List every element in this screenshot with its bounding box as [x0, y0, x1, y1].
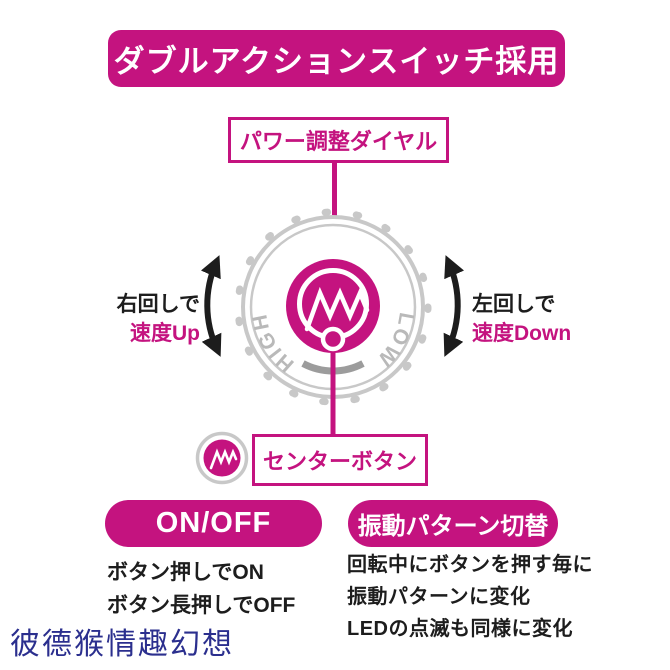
page-title: ダブルアクションスイッチ採用	[113, 44, 560, 79]
power-dial-label: パワー調整ダイヤル	[239, 129, 438, 154]
on-off-pill: ON/OFF	[105, 500, 322, 547]
vibration-pattern-description: 回転中にボタンを押す毎に 振動パターンに変化 LEDの点滅も同様に変化	[347, 549, 593, 645]
rotate-left-note-line2: 速度Down	[472, 322, 572, 345]
vibration-wave-icon	[209, 448, 238, 470]
on-off-line: ボタン押しでON	[107, 561, 264, 584]
rotate-clockwise-arrow-icon	[200, 255, 222, 357]
dial-knurl-bumps	[234, 208, 432, 406]
vibration-pattern-title: 振動パターン切替	[357, 513, 549, 540]
center-button-pointer-dot	[320, 326, 346, 352]
power-dial-callout: パワー調整ダイヤル	[228, 117, 449, 163]
center-button-callout: センターボタン	[252, 434, 428, 486]
dial-center-knob	[286, 259, 380, 353]
rotate-right-note-line1: 右回しで	[116, 293, 200, 316]
vibration-pattern-line: 回転中にボタンを押す毎に	[347, 554, 593, 576]
on-off-line: ボタン長押しでOFF	[107, 594, 296, 617]
vibration-pattern-pill: 振動パターン切替	[348, 500, 558, 547]
on-off-title: ON/OFF	[155, 507, 272, 539]
title-banner: ダブルアクションスイッチ採用	[108, 30, 565, 87]
on-off-description: ボタン押しでON ボタン長押しでOFF	[107, 556, 295, 622]
vibration-pattern-line: 振動パターンに変化	[347, 586, 531, 608]
rotate-left-note-line1: 左回しで	[472, 293, 556, 316]
rotate-right-note-line2: 速度Up	[130, 322, 200, 345]
center-button-icon	[195, 431, 249, 485]
watermark-text: 彼德猴情趣幻想	[10, 627, 234, 662]
center-button-label: センターボタン	[262, 449, 417, 474]
vibration-pattern-line: LEDの点滅も同様に変化	[347, 618, 573, 640]
vibration-wave-icon	[304, 286, 370, 332]
rotate-left-note: 左回しで 速度Down	[472, 290, 632, 348]
rotate-counterclockwise-arrow-icon	[443, 255, 465, 357]
rotate-right-note: 右回しで 速度Up	[85, 290, 200, 348]
